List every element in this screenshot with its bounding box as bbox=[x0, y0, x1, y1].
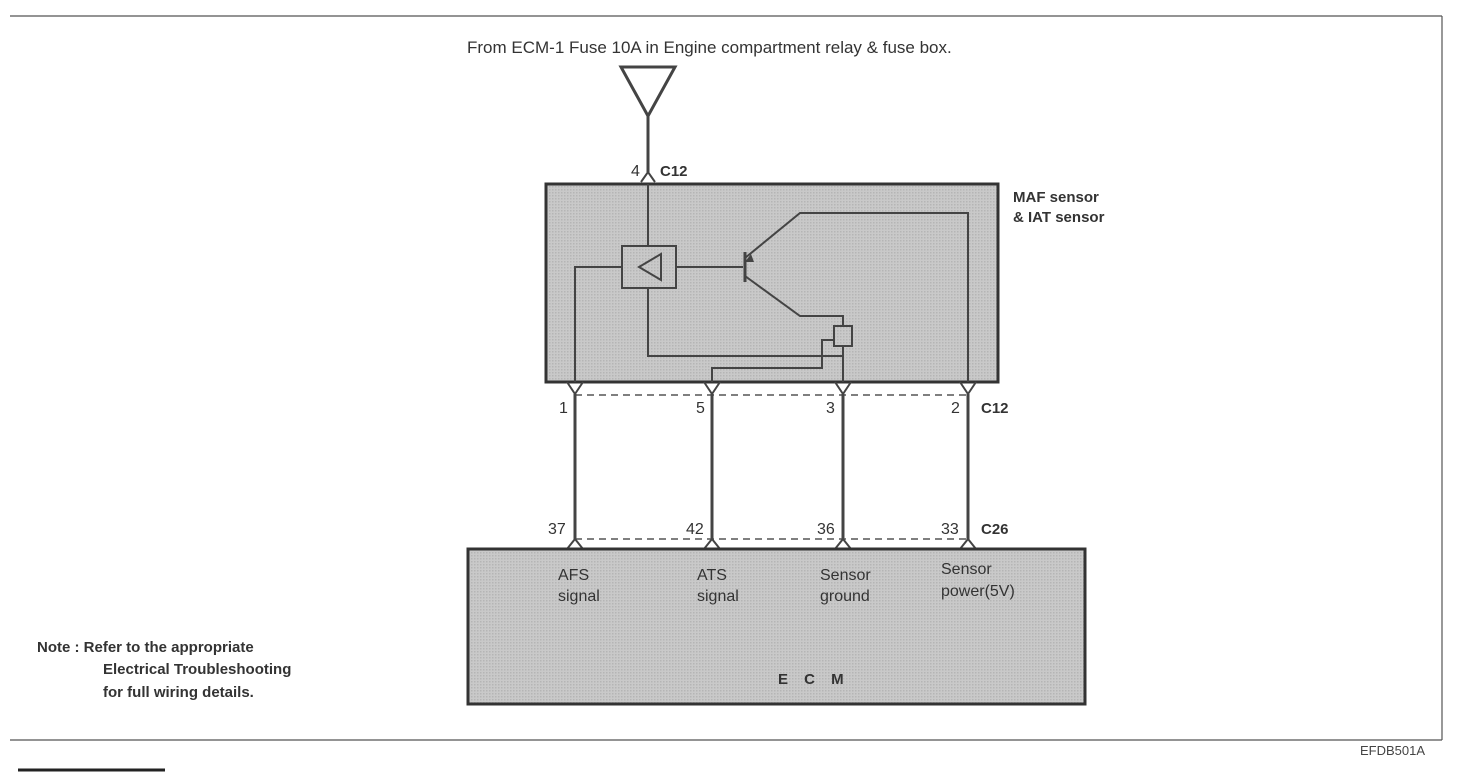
connector-label-c12-bottom: C12 bbox=[981, 400, 1009, 417]
connector-label-c12-top: C12 bbox=[660, 163, 688, 180]
terminal-c12-pin3 bbox=[834, 381, 852, 396]
pin-label-c26-36: 36 bbox=[817, 521, 835, 538]
amplifier-icon bbox=[637, 252, 662, 282]
ecm-signal-ground-line1: Sensor bbox=[820, 567, 871, 584]
internal-ats-wire bbox=[711, 339, 834, 382]
fuse-source-note: From ECM-1 Fuse 10A in Engine compartmen… bbox=[467, 38, 952, 57]
terminal-c26-pin33 bbox=[959, 537, 977, 550]
thermistor-icon bbox=[833, 325, 853, 347]
ecm-signal-power-line2: power(5V) bbox=[941, 583, 1015, 600]
internal-afs-wire bbox=[574, 266, 622, 382]
transistor-arrow-icon bbox=[745, 254, 754, 262]
ecm-signal-ats-line2: signal bbox=[697, 588, 739, 605]
pin-label-c12-2: 2 bbox=[951, 400, 960, 417]
note-line2: Electrical Troubleshooting bbox=[103, 661, 291, 678]
ecm-signal-afs-line1: AFS bbox=[558, 567, 589, 584]
terminal-c12-pin2 bbox=[959, 381, 977, 396]
ecm-box bbox=[466, 547, 1087, 706]
note-line3: for full wiring details. bbox=[103, 684, 254, 701]
terminal-c26-pin37 bbox=[566, 537, 584, 550]
transistor-collector-wire bbox=[744, 212, 969, 382]
terminal-c26-pin42 bbox=[703, 537, 721, 550]
note-line1: Note : Refer to the appropriate bbox=[37, 639, 254, 656]
sensor-label-line2: & IAT sensor bbox=[1013, 209, 1105, 226]
pin-label-c12-5: 5 bbox=[696, 400, 705, 417]
pin-label-c12-3: 3 bbox=[826, 400, 835, 417]
ecm-label: E C M bbox=[778, 671, 850, 688]
pin-label-c12-4: 4 bbox=[631, 163, 640, 180]
ecm-signal-afs-line2: signal bbox=[558, 588, 600, 605]
power-supply-symbol bbox=[618, 65, 678, 120]
ecm-signal-ground-line2: ground bbox=[820, 588, 870, 605]
terminal-c12-pin1 bbox=[566, 381, 584, 396]
terminal-c26-pin36 bbox=[834, 537, 852, 550]
ecm-signal-ats-line1: ATS bbox=[697, 567, 727, 584]
sensor-label-line1: MAF sensor bbox=[1013, 189, 1099, 206]
pin-label-c26-37: 37 bbox=[548, 521, 566, 538]
ecm-signal-power-line1: Sensor bbox=[941, 561, 992, 578]
connector-label-c26: C26 bbox=[981, 521, 1009, 538]
terminal-c12-pin4 bbox=[640, 170, 656, 183]
figure-id: EFDB501A bbox=[1360, 743, 1425, 758]
terminal-c12-pin5 bbox=[703, 381, 721, 396]
pin-label-c26-33: 33 bbox=[941, 521, 959, 538]
internal-ground-wire bbox=[647, 288, 844, 357]
pin-label-c12-1: 1 bbox=[559, 400, 568, 417]
pin-label-c26-42: 42 bbox=[686, 521, 704, 538]
transistor-emitter-wire bbox=[744, 275, 844, 326]
